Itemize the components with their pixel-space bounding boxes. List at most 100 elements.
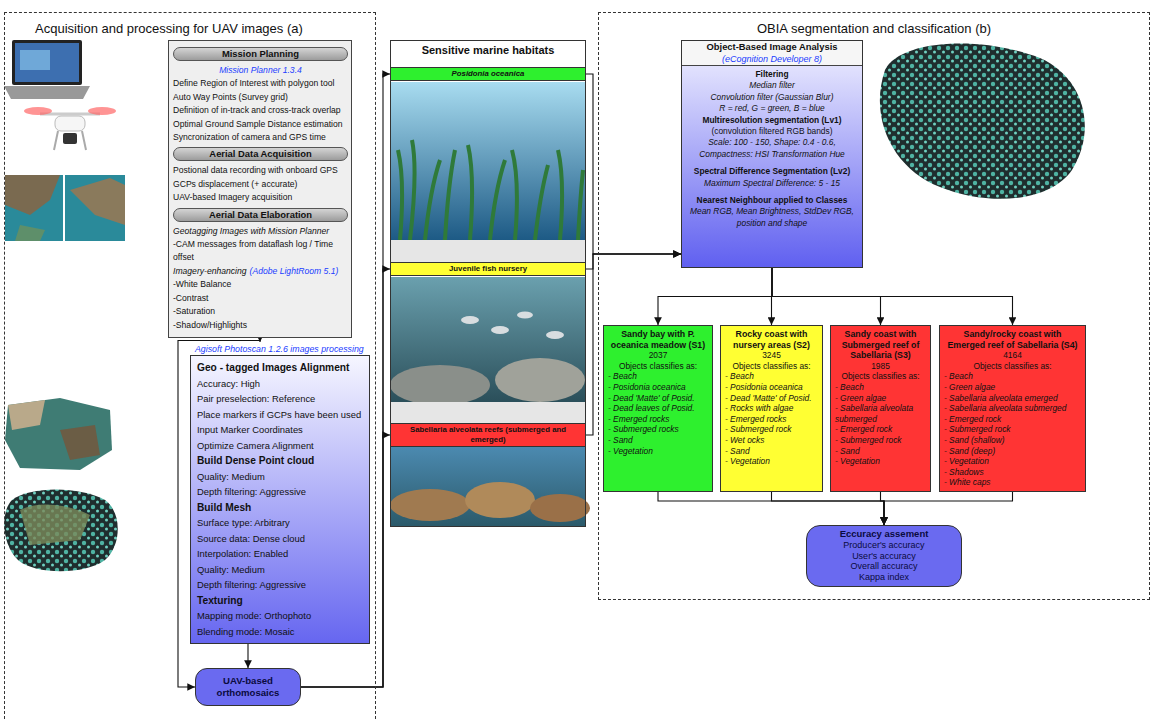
laptop-picture <box>12 40 82 85</box>
node-text: 3245 <box>725 350 818 361</box>
node-text: -Shadow/Highlights <box>173 319 348 332</box>
node-text: Mapping mode: Orthophoto <box>197 608 363 624</box>
orthomosaic-picture <box>20 505 90 545</box>
node-text: - Vegetation <box>835 456 926 467</box>
node-text: Aerial Data Elaboration <box>174 209 347 221</box>
node-text: Object-Based Image Analysis <box>682 41 862 53</box>
node-text: 2037 <box>608 350 708 361</box>
node-text: Juvenile fish nursery <box>393 264 583 274</box>
node-text: Depth filtering: Aggressive <box>197 577 363 593</box>
node-text: (convolution filtered RGB bands) <box>682 126 862 137</box>
node-text: Auto Way Points (Survey grid) <box>173 91 348 104</box>
node-text: Accuracy: High <box>197 376 363 392</box>
node-text: Convolution filter (Gaussian Blur) <box>682 92 862 103</box>
orthomosaic-picture <box>880 44 1085 199</box>
node-text: - Sabellaria alveolata submerged <box>835 403 926 424</box>
node-text: Input Marker Coordinates <box>197 422 363 438</box>
node-text: Build Mesh <box>197 500 363 516</box>
laptop-picture <box>4 86 90 99</box>
node-text: -CAM messages from dataflash log / Time … <box>173 238 348 265</box>
node-text: - Rocks with algae <box>725 403 818 414</box>
output-pill: UAV-based orthomosaics <box>195 668 301 706</box>
habitat-photos <box>495 358 585 402</box>
node-text: - Submerged rock <box>725 424 818 435</box>
node-text: Interpolation: Enabled <box>197 546 363 562</box>
flow-arrow <box>658 268 772 325</box>
node-text: - Shadows <box>944 467 1081 478</box>
node-text: User's accuracy <box>811 551 957 562</box>
node-text: Filtering <box>682 69 862 80</box>
drone-picture <box>55 116 85 131</box>
node-text: UAV-based orthomosaics <box>199 675 297 699</box>
orthomosaic-picture <box>4 490 117 572</box>
node-text: - Vegetation <box>608 446 708 457</box>
laptop-picture <box>20 50 50 70</box>
node-text: - Submerged rocks <box>608 424 708 435</box>
aerial-photo <box>5 175 60 215</box>
node-text: - Sand <box>608 435 708 446</box>
node-text: Median filter <box>682 80 862 91</box>
node-text: Imagery-enhancing <box>173 266 247 276</box>
orthomosaic-picture <box>880 44 1085 199</box>
node-text: Kappa index <box>811 572 957 583</box>
node-text: Depth filtering: Aggressive <box>197 484 363 500</box>
node-text: - Dead 'Matte' of Posid. <box>725 393 818 404</box>
aerial-photo <box>5 398 112 470</box>
node-text: - Beach <box>835 382 926 393</box>
node-text: - White caps <box>944 477 1081 488</box>
habitat-bar: Juvenile fish nursery <box>390 262 586 276</box>
node-text: Objects classifies as: <box>725 361 818 372</box>
aerial-photo <box>63 175 65 241</box>
process-box: Agisoft Photoscan 1.2.6 images processin… <box>190 355 370 644</box>
process-box: Object-Based Image Analysis(eCognition D… <box>681 40 863 268</box>
habitat-bar: Sabellaria alveolata reefs (submerged an… <box>390 423 586 447</box>
drone-picture <box>24 107 52 115</box>
node-text: - Dead leaves of Posid. <box>608 403 708 414</box>
node-text: - Emerged rock <box>944 414 1081 425</box>
node-text: Objects classifies as: <box>835 371 926 382</box>
habitat-photos <box>530 494 590 522</box>
node-text: Syncronization of camera and GPS time <box>173 131 348 144</box>
node-text: Sensitive marine habitats <box>391 44 585 57</box>
node-text: - Beach <box>608 371 708 382</box>
node-text: Sandy bay with P. oceanica meadow (S1) <box>608 329 708 350</box>
habitat-photos <box>390 82 590 526</box>
node-text: - Vegetation <box>944 456 1081 467</box>
node-text: - Sand <box>835 446 926 457</box>
node-text: - Submerged rock <box>835 435 926 446</box>
node-text: - Submerged rock <box>944 424 1081 435</box>
flow-arrow <box>658 492 884 525</box>
node-text: Optimal Ground Sample Distance estimatio… <box>173 118 348 131</box>
node-text: Aerial Data Acquisition <box>174 148 347 160</box>
habitat-photos <box>491 326 509 334</box>
node-text: Objects classifies as: <box>608 361 708 372</box>
habitat-photos <box>390 489 470 521</box>
node-text: 4164 <box>944 350 1081 361</box>
habitat-photos <box>517 312 533 319</box>
node-text: Overall accuracy <box>811 561 957 572</box>
habitat-photos <box>461 316 479 324</box>
habitat-photos <box>390 365 490 405</box>
node-text: Objects classifies as: <box>944 361 1081 372</box>
process-box: Mission PlanningMission Planner 1.3.4Def… <box>168 40 352 338</box>
node-text: -White Balance <box>173 278 348 291</box>
habitat-photos <box>546 331 564 339</box>
node-text: Rocky coast with nursery areas (S2) <box>725 329 818 350</box>
node-text: Optimize Camera Alignment <box>197 438 363 454</box>
node-text: - Emerged rocks <box>725 414 818 425</box>
node-text: Quality: Medium <box>197 562 363 578</box>
habitat-photos <box>391 82 585 240</box>
node-text: position and shape <box>682 218 862 229</box>
node-text: R = red, G = green, B = blue <box>682 103 862 114</box>
laptop-picture <box>15 43 79 82</box>
habitat-bar: Posidonia oceanica <box>390 67 586 81</box>
node-text: Maximum Spectral Difference: 5 - 15 <box>682 178 862 189</box>
node-text: Postional data recording with onboard GP… <box>173 164 348 177</box>
node-text: Geotagging Images with Mission Planner <box>173 225 348 238</box>
node-text: Spectral Difference Segmentation (Lv2) <box>682 166 862 177</box>
habitat-photos <box>465 482 535 518</box>
node-text: (eCognition Developer 8) <box>682 53 862 66</box>
flow-arrow <box>884 492 1013 525</box>
node-text: Surface type: Arbitrary <box>197 515 363 531</box>
aerial-photo <box>5 175 125 241</box>
